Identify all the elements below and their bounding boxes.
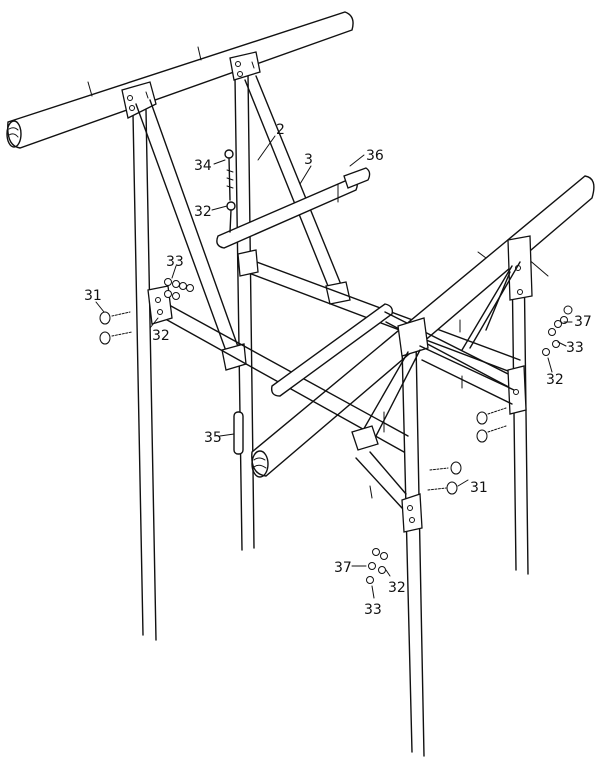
label-33-front: 33 [364,602,382,618]
front-right-post [507,235,533,575]
label-32-right: 32 [546,372,564,388]
pin-35 [233,411,244,455]
rear-top-bar [6,11,354,149]
label-34: 34 [194,158,212,174]
rear-left-post [121,81,157,641]
label-35: 35 [204,430,222,446]
label-32-front: 32 [388,580,406,596]
label-31-front: 31 [470,480,488,496]
upper-crossbar-3 [216,167,371,249]
front-diagonal-braces [351,261,521,451]
label-36: 36 [366,148,384,164]
lower-front-cross-rail [355,345,515,509]
reference-numerals: 2 3 36 34 32 33 31 32 35 37 33 32 31 37 … [84,122,592,618]
hardware-left [99,278,194,345]
label-37-front: 37 [334,560,352,576]
label-32-upper: 32 [194,204,212,220]
label-31-left: 31 [84,288,102,304]
turnbuckle-34 [224,149,236,233]
label-33-right: 33 [566,340,584,356]
label-37-right: 37 [574,314,592,330]
hardware-front [366,407,507,584]
label-3: 3 [304,152,313,168]
label-33-left: 33 [166,254,184,270]
leader-lines [95,135,573,599]
label-2: 2 [276,122,285,138]
label-32-left: 32 [152,328,170,344]
